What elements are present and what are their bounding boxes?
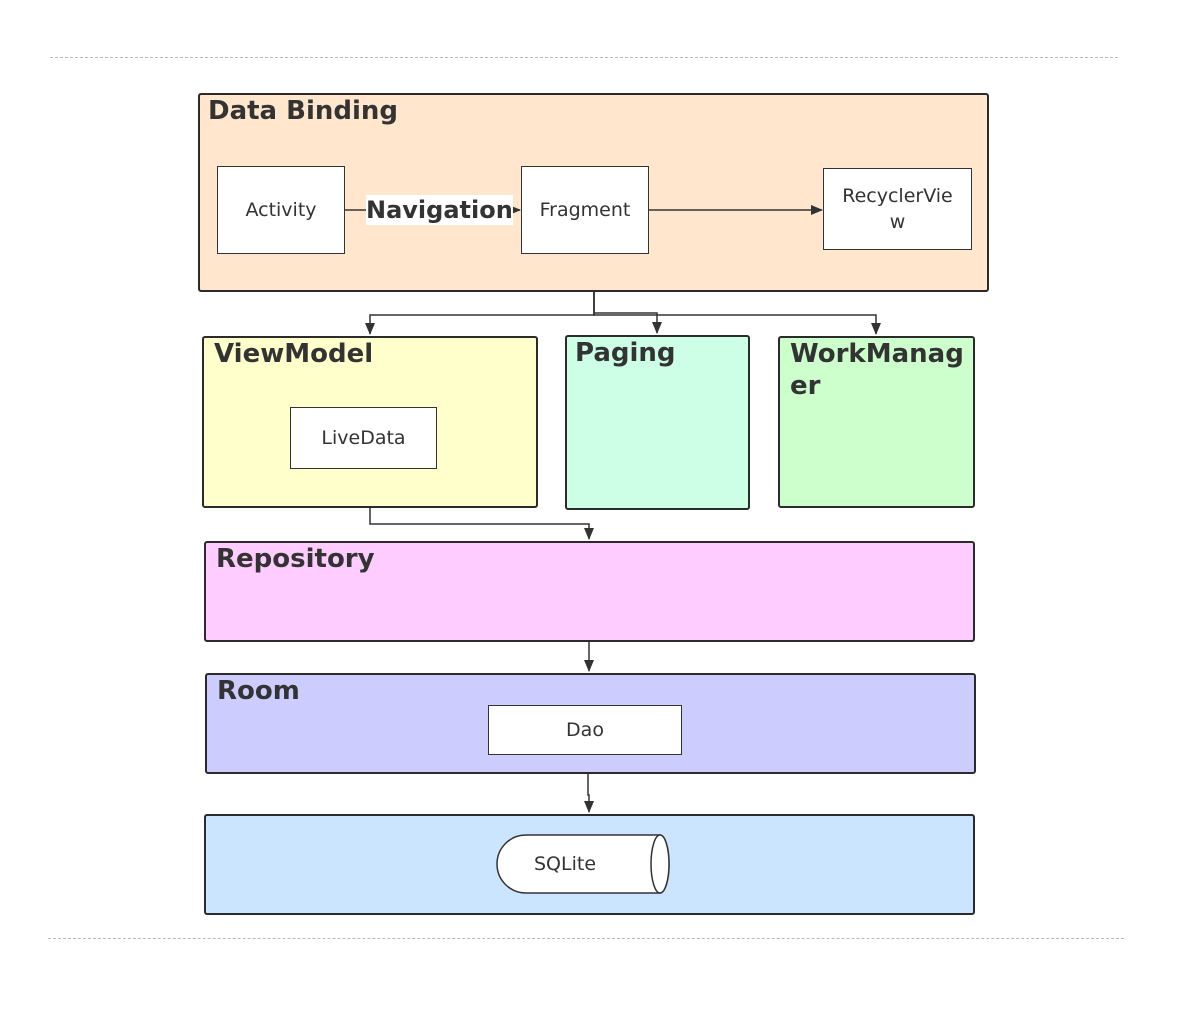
dao-label: Dao [566, 719, 604, 741]
arrow-databinding-to-workmanager [593, 292, 881, 335]
fragment-label: Fragment [539, 199, 631, 221]
arrow-room-to-storage [584, 774, 594, 813]
room-title: Room [217, 676, 300, 706]
room-box: Room [205, 673, 976, 774]
livedata-node: LiveData [290, 407, 437, 469]
repository-title: Repository [216, 544, 375, 574]
viewmodel-title: ViewModel [214, 339, 374, 369]
fragment-node: Fragment [521, 166, 649, 254]
sqlite-label: SQLite [534, 853, 597, 875]
sqlite-cylinder [496, 834, 670, 894]
data-binding-title: Data Binding [208, 96, 399, 126]
arrow-databinding-to-paging [593, 292, 662, 334]
recyclerview-node: RecyclerVie w [823, 168, 972, 250]
paging-box: Paging [565, 335, 750, 510]
top-divider [50, 57, 1118, 58]
livedata-label: LiveData [321, 427, 406, 449]
workmanager-title: WorkManag er [790, 339, 964, 401]
arrow-databinding-to-viewmodel [365, 292, 595, 335]
bottom-divider [48, 938, 1124, 939]
activity-label: Activity [245, 199, 317, 221]
activity-node: Activity [217, 166, 345, 254]
dao-node: Dao [488, 705, 682, 755]
workmanager-box: WorkManag er [778, 336, 975, 508]
arrow-viewmodel-to-repository [369, 508, 594, 540]
navigation-label: Navigation [366, 195, 513, 225]
paging-title: Paging [575, 338, 676, 368]
recyclerview-label: RecyclerVie w [842, 185, 953, 233]
repository-box: Repository [204, 541, 975, 642]
